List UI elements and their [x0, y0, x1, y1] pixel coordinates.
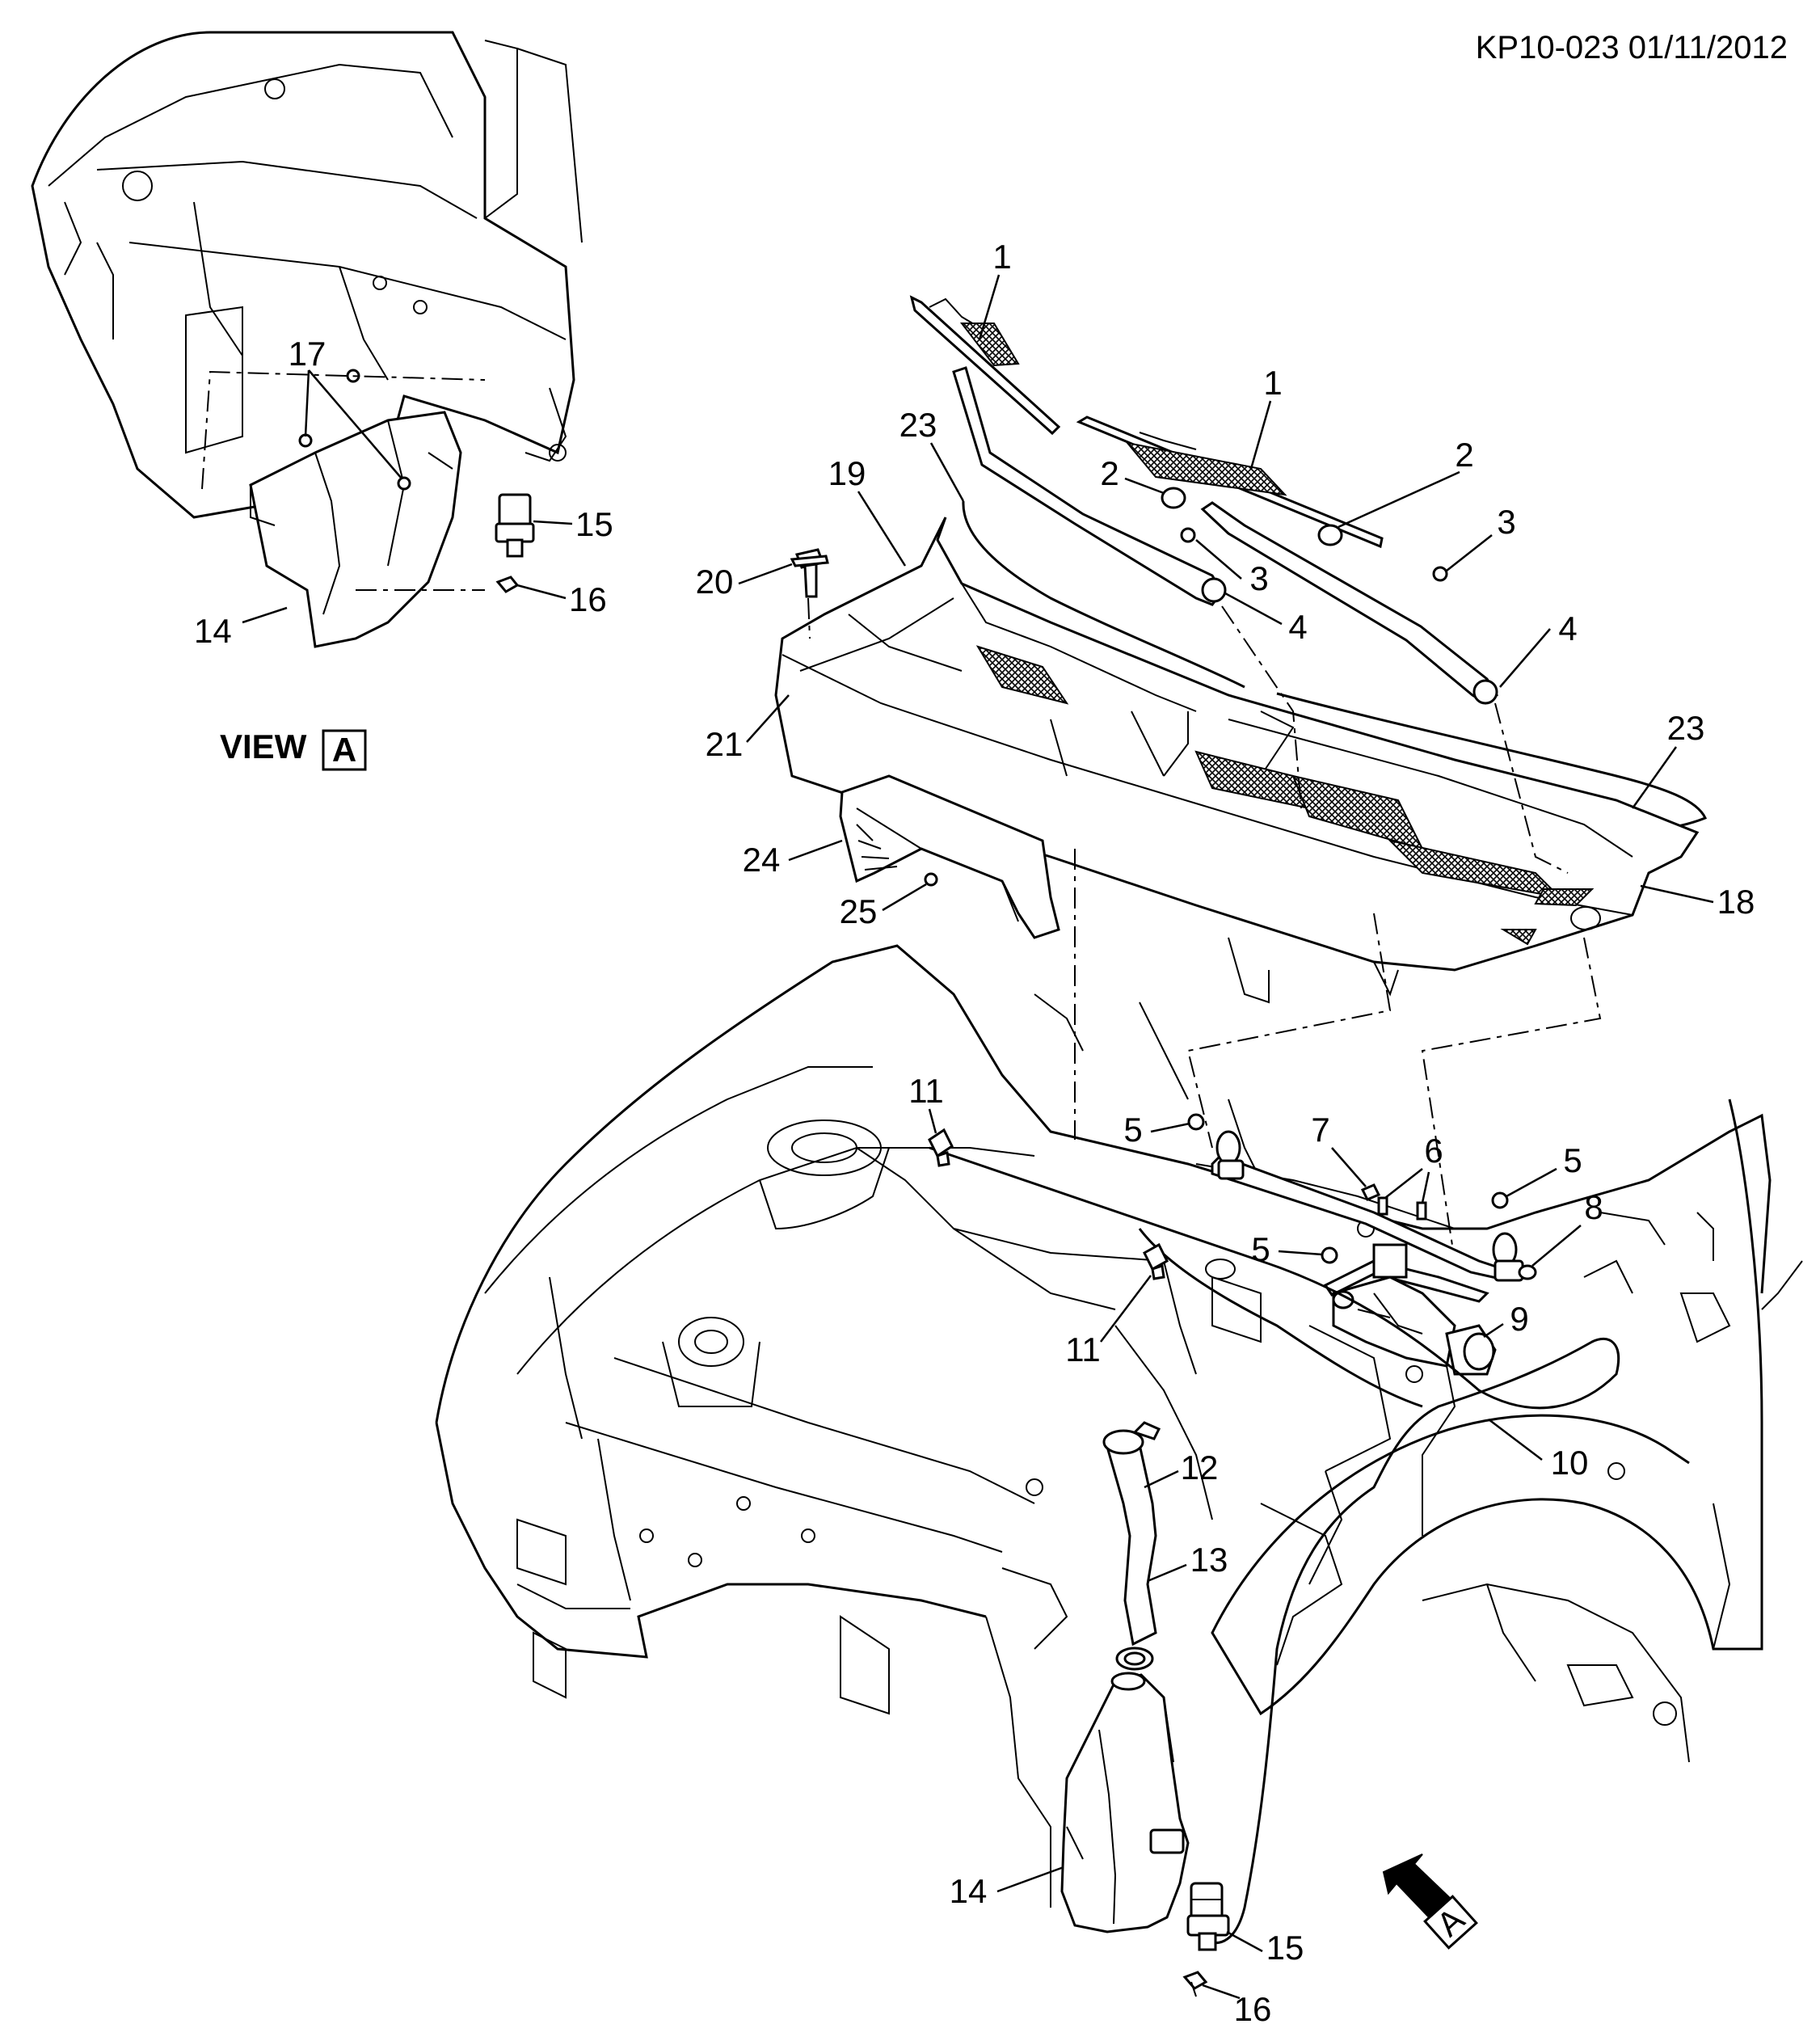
view-a-label: VIEW — [220, 727, 307, 765]
callout-10: 10 — [1551, 1444, 1589, 1482]
callout-4-right: 4 — [1558, 609, 1577, 647]
callout-6: 6 — [1424, 1132, 1443, 1170]
callout-8: 8 — [1584, 1188, 1603, 1226]
callout-24: 24 — [743, 841, 781, 879]
callout-17: 17 — [289, 335, 327, 373]
cowl-panel — [774, 517, 1700, 1004]
view-a-nut-2 — [298, 433, 313, 448]
view-a-inset — [31, 31, 583, 648]
callout-16-inset: 16 — [569, 580, 607, 618]
washer-fluid-reservoir — [1060, 1672, 1190, 1933]
callout-2-right: 2 — [1455, 436, 1473, 474]
seal-clip — [924, 872, 938, 887]
arm-nut-right — [1432, 566, 1448, 582]
callout-18: 18 — [1717, 883, 1755, 921]
callout-1-left: 1 — [992, 238, 1011, 276]
callout-20: 20 — [696, 563, 734, 601]
callout-1-right: 1 — [1263, 364, 1282, 402]
view-a-washer-reservoir — [249, 411, 462, 648]
callout-7: 7 — [1311, 1111, 1329, 1149]
washer-nozzle-left — [928, 1128, 954, 1167]
view-a-grommet — [495, 576, 520, 593]
callout-5-top: 5 — [1123, 1111, 1142, 1149]
callout-15-inset: 15 — [575, 505, 613, 543]
callout-13: 13 — [1190, 1541, 1228, 1579]
filler-neck-seal — [1115, 1647, 1154, 1671]
callout-11-top: 11 — [908, 1072, 944, 1110]
callout-15-main: 15 — [1266, 1929, 1304, 1967]
washer-pump-grommet — [1182, 1971, 1208, 1990]
bolt-5-c — [1491, 1191, 1509, 1209]
wiper-arm-left — [952, 366, 1227, 606]
washer-hose — [929, 1146, 1620, 1945]
windshield-molding-left — [962, 500, 1245, 689]
washer-filler-neck — [1102, 1421, 1161, 1647]
callout-19: 19 — [828, 454, 866, 492]
wiper-arm-right — [1200, 501, 1498, 705]
document-id: KP10-023 01/11/2012 — [1476, 30, 1788, 65]
washer-pump — [1186, 1882, 1230, 1951]
wiper-motor — [1332, 1276, 1497, 1376]
arm-cap-left — [1161, 487, 1186, 509]
callout-14-main: 14 — [950, 1872, 988, 1910]
callout-3-right: 3 — [1497, 503, 1515, 541]
callout-12: 12 — [1181, 1448, 1219, 1486]
nut-7 — [1360, 1183, 1381, 1201]
view-a-washer-pump — [498, 493, 532, 529]
callout-11-bottom: 11 — [1065, 1330, 1101, 1368]
callout-5-right: 5 — [1563, 1141, 1582, 1179]
wiper-blade-left — [909, 295, 1061, 436]
callout-9: 9 — [1510, 1300, 1528, 1338]
callout-16-main: 16 — [1234, 1990, 1272, 2024]
callout-23-right: 23 — [1667, 709, 1705, 747]
washer-hose-branch — [1138, 1228, 1423, 1408]
callout-3-left: 3 — [1249, 559, 1268, 597]
callout-2-left: 2 — [1100, 454, 1119, 492]
arm-cap-right — [1317, 524, 1343, 546]
callout-23-left: 23 — [899, 406, 937, 444]
stud-6-b — [1416, 1201, 1427, 1221]
view-a-nut-3 — [397, 476, 411, 491]
callout-14-inset: 14 — [194, 612, 232, 650]
bolt-5-b — [1321, 1246, 1338, 1264]
wiper-transmission-linkage — [1211, 1130, 1537, 1303]
washer-nozzle-right — [1143, 1242, 1169, 1280]
view-a-direction-arrow: A — [1382, 1853, 1478, 1950]
push-pin-fastener — [790, 548, 829, 598]
stud-6-a — [1377, 1196, 1388, 1216]
callout-25: 25 — [840, 892, 878, 930]
wiper-blade-right — [1076, 415, 1384, 549]
view-a-letter: A — [332, 731, 356, 769]
view-a-letter-box — [322, 729, 367, 771]
callout-4-left: 4 — [1288, 608, 1307, 646]
air-inlet-seal — [839, 774, 1060, 939]
bolt-5-a — [1187, 1113, 1205, 1131]
callout-21: 21 — [706, 725, 744, 763]
callout-5-middle: 5 — [1251, 1230, 1270, 1268]
arm-nut-left — [1180, 527, 1196, 543]
